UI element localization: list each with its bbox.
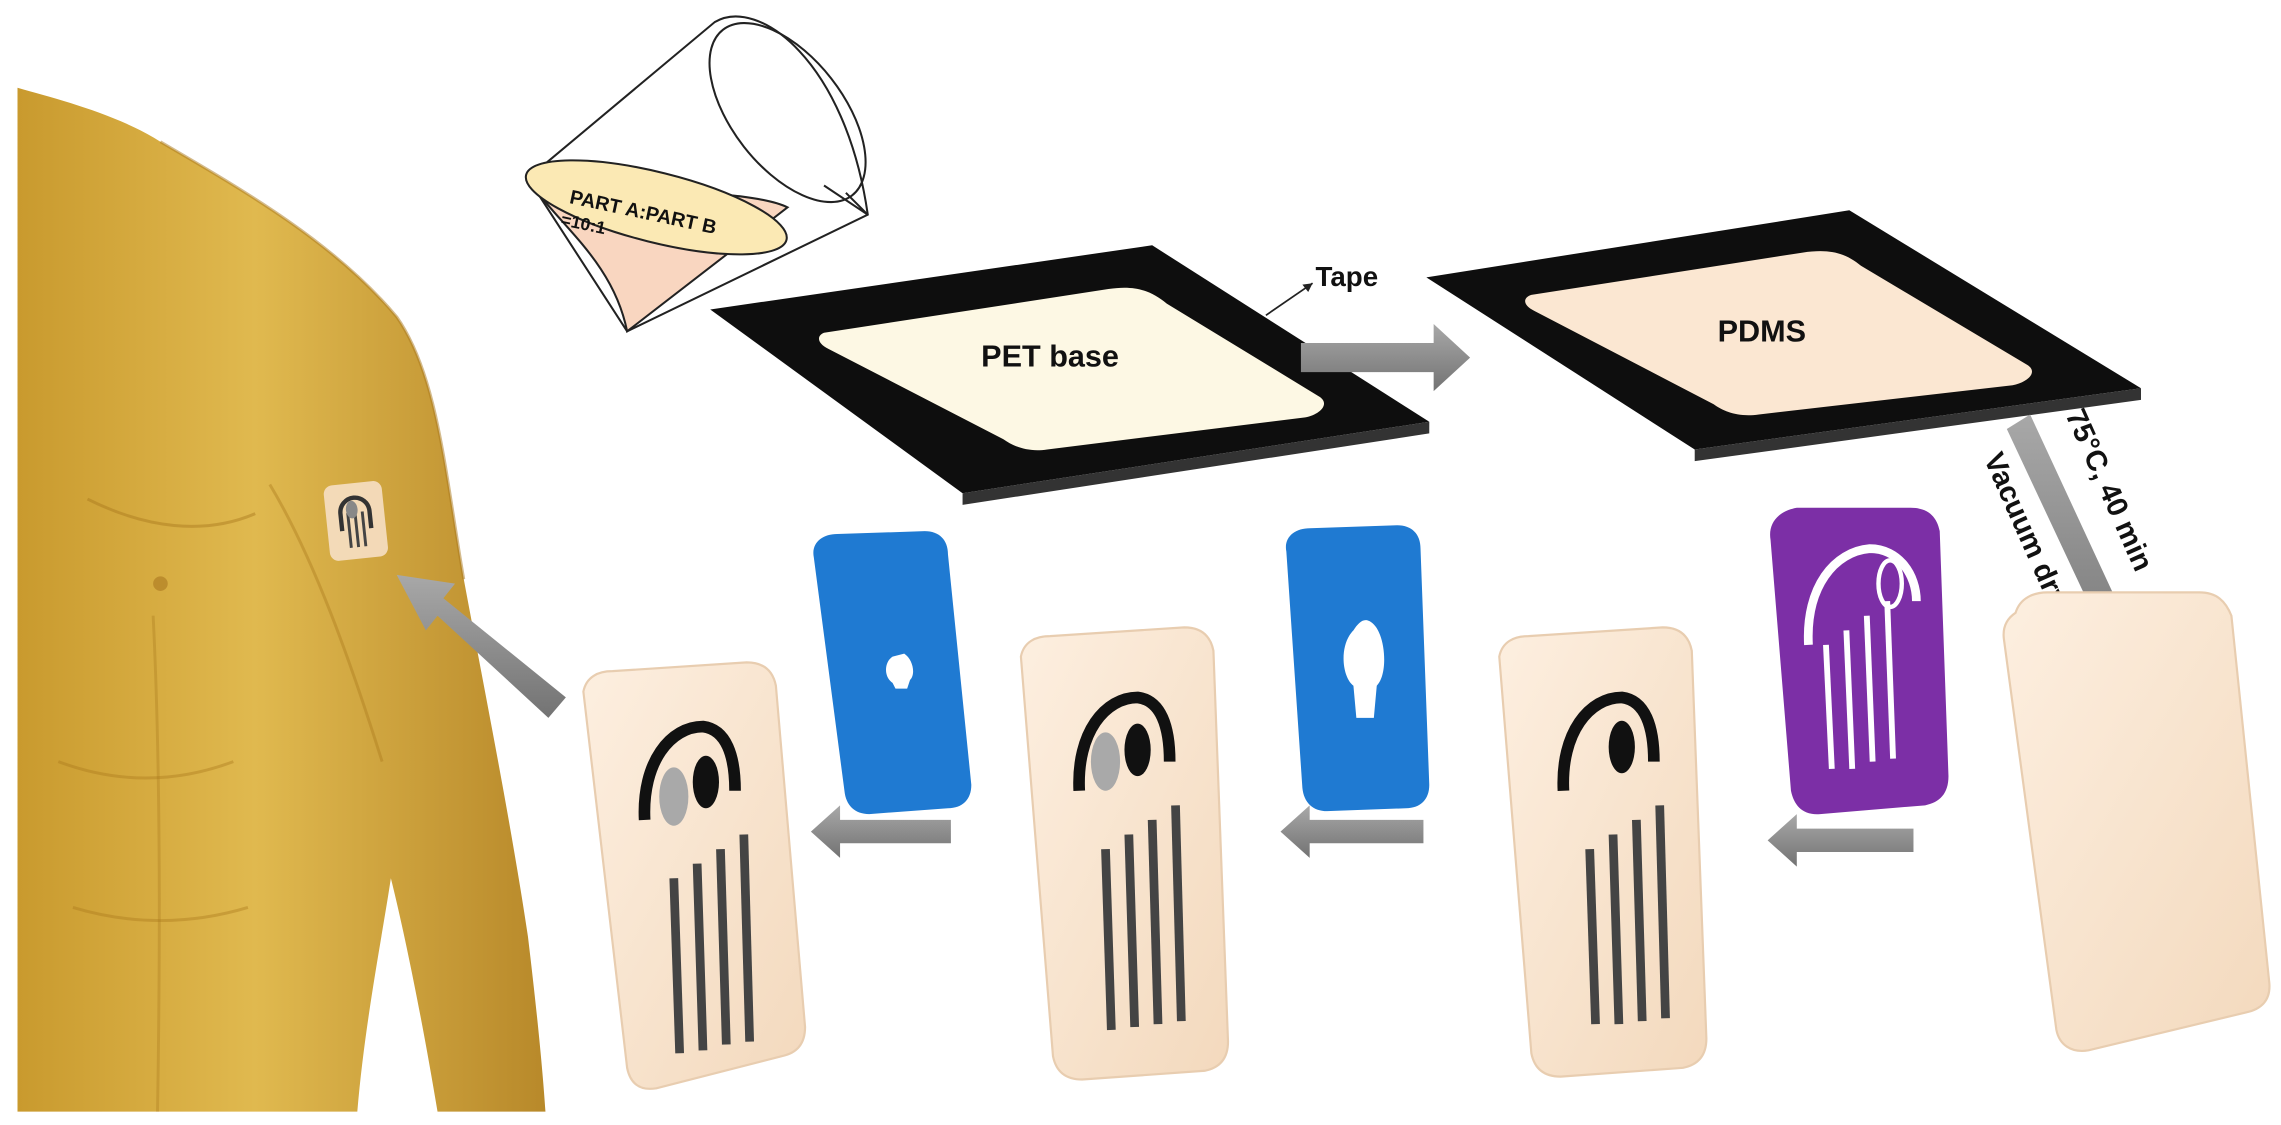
process-arrow-icon (1280, 805, 1424, 858)
pdms-frame: PDMS (1426, 210, 2141, 462)
process-arrow-icon (396, 574, 566, 718)
beaker-liquid-surface (524, 159, 788, 256)
blue-mask-small-opening (813, 531, 972, 815)
pouring-beaker-icon: PART A:PART B =10:1 (524, 15, 869, 334)
pet-base-frame: PET base (710, 245, 1430, 505)
gray-black-electrode-card (1019, 626, 1230, 1081)
process-arrow-icon (1767, 814, 1914, 867)
cured-pdms-card (2002, 591, 2271, 1052)
arm-sensor-patch (323, 481, 388, 561)
pdms-label: PDMS (1718, 315, 1806, 349)
process-arrow-icon (810, 805, 951, 858)
pet-base-label: PET base (981, 339, 1119, 373)
blue-mask-large-opening (1285, 525, 1430, 812)
tape-callout: Tape (1265, 261, 1379, 317)
tape-label: Tape (1316, 261, 1379, 292)
black-electrode-card (1498, 626, 1708, 1078)
purple-electrode-mask (1770, 507, 1949, 815)
finished-sensor-card (582, 661, 807, 1090)
human-torso-arm-icon (17, 87, 546, 1112)
process-arrow-icon (1300, 324, 1471, 392)
